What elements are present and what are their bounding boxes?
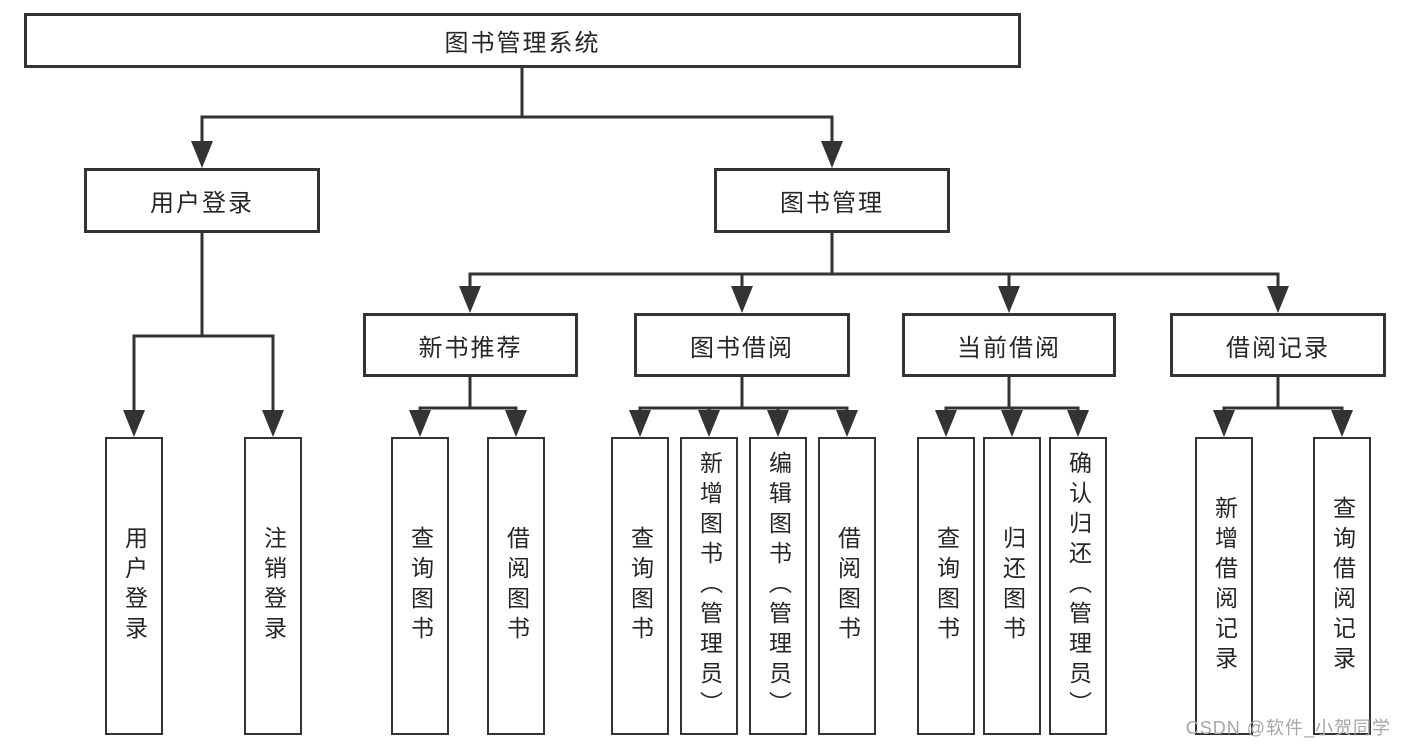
leaf-user-login: 用户登录 xyxy=(105,437,163,735)
leaf-query-books-borrow: 查询图书 xyxy=(611,437,669,735)
node-label: 当前借阅 xyxy=(957,334,1061,362)
leaf-logout: 注销登录 xyxy=(244,437,302,735)
node-label: 查询图书 xyxy=(407,526,434,646)
arrow-leaf-confirm-return xyxy=(1067,410,1089,437)
node-label: 查询图书 xyxy=(933,526,960,646)
arrow-leaf-add-record xyxy=(1213,410,1235,437)
csdn-watermark: CSDN @软件_小贺同学 xyxy=(1185,718,1391,738)
arrow-new-book-recommend xyxy=(459,286,481,313)
node-label: 查询借阅记录 xyxy=(1329,496,1356,676)
node-label: 借阅图书 xyxy=(834,526,861,646)
arrow-user-login xyxy=(191,141,213,168)
leaf-query-books-recommend: 查询图书 xyxy=(391,437,449,735)
node-label: 用户登录 xyxy=(121,526,148,646)
node-book-management: 图书管理 xyxy=(714,168,950,233)
edge-level3-bus xyxy=(468,272,1280,291)
leaf-return-books: 归还图书 xyxy=(983,437,1041,735)
arrow-leaf-borrow-books-b xyxy=(836,410,858,437)
node-borrow-records: 借阅记录 xyxy=(1170,313,1386,377)
node-label: 确认归还（管理员） xyxy=(1065,451,1092,721)
arrow-book-management xyxy=(821,141,843,168)
node-label: 借阅记录 xyxy=(1226,334,1330,362)
arrow-current-borrow xyxy=(998,286,1020,313)
arrow-leaf-query-record xyxy=(1331,410,1353,437)
leaf-borrow-books: 借阅图书 xyxy=(818,437,876,735)
node-new-book-recommend: 新书推荐 xyxy=(363,313,578,377)
node-label: 新增借阅记录 xyxy=(1211,496,1238,676)
edge-records-bus xyxy=(1222,406,1344,415)
leaf-borrow-books-recommend: 借阅图书 xyxy=(487,437,545,735)
edge-level2-bus xyxy=(200,115,834,146)
arrow-leaf-user-login xyxy=(123,410,145,437)
arrow-leaf-return-books xyxy=(1001,410,1023,437)
node-label: 新增图书（管理员） xyxy=(696,451,723,721)
arrowheads xyxy=(123,141,1353,437)
arrow-leaf-add-books xyxy=(698,410,720,437)
node-label: 图书借阅 xyxy=(690,334,794,362)
node-label: 用户登录 xyxy=(150,190,254,217)
node-label: 借阅图书 xyxy=(503,526,530,646)
arrow-leaf-edit-books xyxy=(767,410,789,437)
arrow-borrow-records xyxy=(1267,286,1289,313)
node-label: 编辑图书（管理员） xyxy=(765,451,792,721)
arrow-leaf-query-books-a xyxy=(409,410,431,437)
arrow-leaf-query-books-b xyxy=(629,410,651,437)
leaf-add-books-admin: 新增图书（管理员） xyxy=(680,437,738,735)
arrow-leaf-borrow-books-a xyxy=(505,410,527,437)
node-label: 图书管理 xyxy=(780,190,884,217)
leaf-query-borrow-record: 查询借阅记录 xyxy=(1313,437,1371,735)
edge-userlogin-bus xyxy=(132,334,275,415)
node-book-management-system: 图书管理系统 xyxy=(24,13,1021,68)
node-book-borrow: 图书借阅 xyxy=(634,313,850,377)
node-label: 查询图书 xyxy=(627,526,654,646)
leaf-edit-books-admin: 编辑图书（管理员） xyxy=(749,437,807,735)
arrow-book-borrow xyxy=(731,286,753,313)
node-label: 归还图书 xyxy=(999,526,1026,646)
arrow-leaf-query-books-c xyxy=(935,410,957,437)
edge-bookborrow-bus xyxy=(638,406,849,415)
node-label: 注销登录 xyxy=(260,526,287,646)
node-current-borrow: 当前借阅 xyxy=(902,313,1116,377)
edge-newbook-bus xyxy=(418,406,518,415)
arrow-leaf-logout xyxy=(262,410,284,437)
leaf-add-borrow-record: 新增借阅记录 xyxy=(1195,437,1253,735)
leaf-query-books-current: 查询图书 xyxy=(917,437,975,735)
node-label: 新书推荐 xyxy=(418,334,523,362)
node-label: 图书管理系统 xyxy=(444,30,601,57)
node-user-login: 用户登录 xyxy=(84,168,320,233)
leaf-confirm-return-admin: 确认归还（管理员） xyxy=(1049,437,1107,735)
